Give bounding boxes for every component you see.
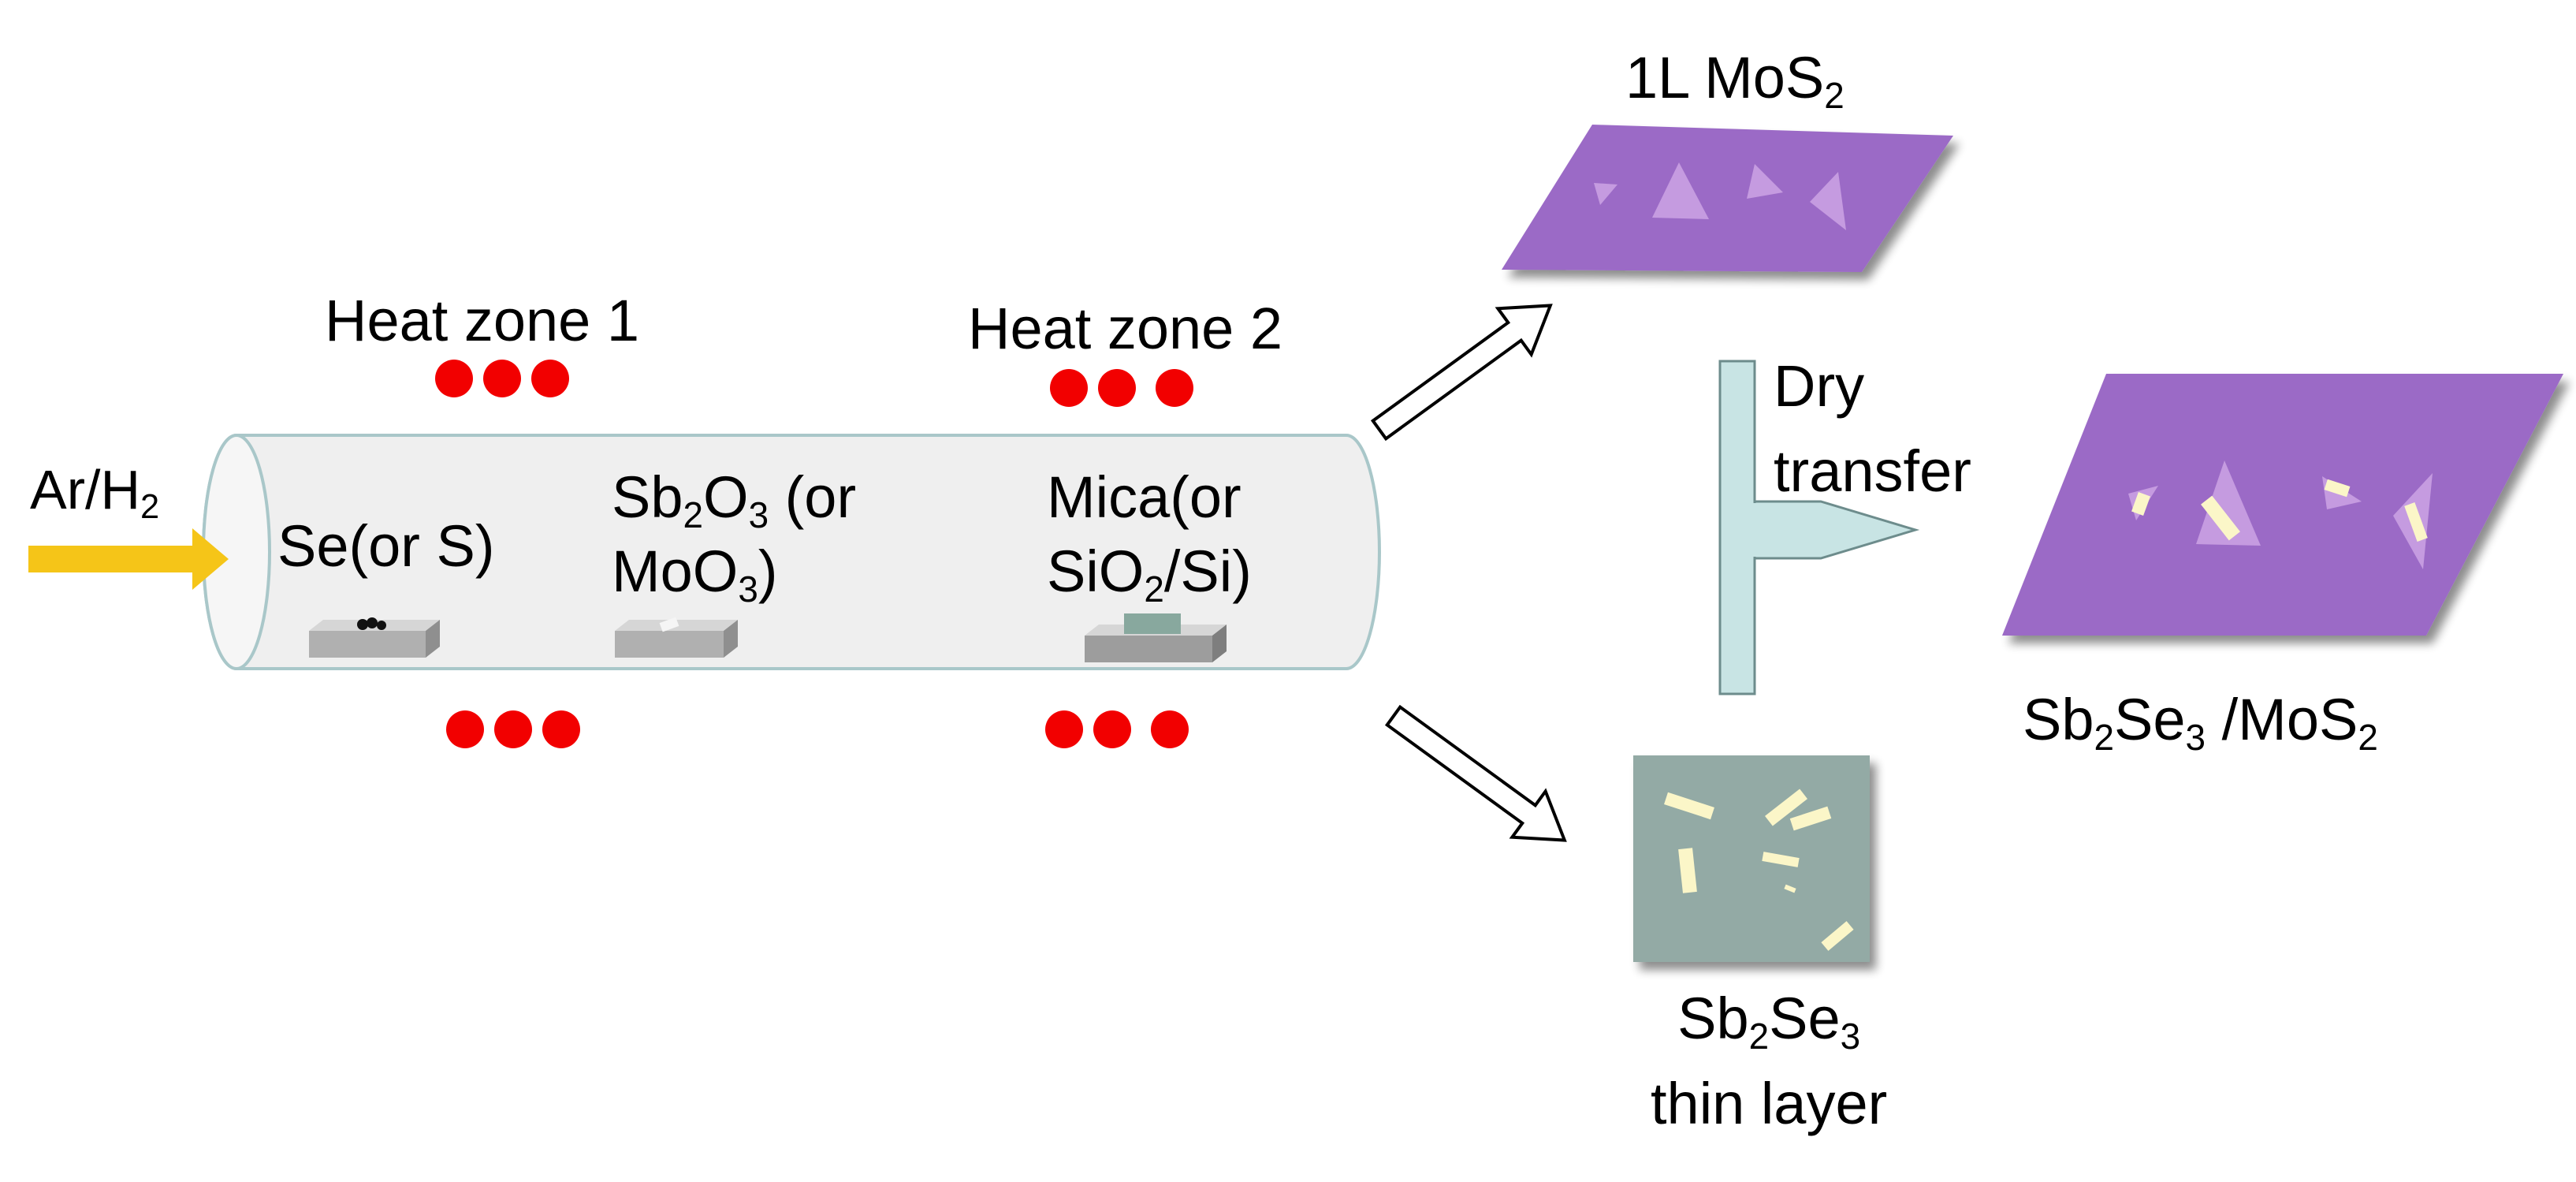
sb2se3-thin-layer-label: Sb2Se3 thin layer — [1651, 986, 1888, 1136]
mos2-monolayer-sheet — [1502, 125, 1953, 272]
sb2o3-source-label: Sb2O3 (or MoO3) — [612, 464, 857, 610]
heater-dots-bottom-zone-1 — [446, 710, 580, 748]
heterostructure-label: Sb2Se3 /MoS2 — [2023, 687, 2378, 758]
substrate-boat — [1085, 613, 1227, 662]
arrow-to-thin-layer — [1384, 704, 1567, 842]
heat-zone-2-label: Heat zone 2 — [968, 296, 1283, 361]
heterostructure-sheet — [2002, 374, 2563, 636]
dry-transfer-stamp — [1718, 360, 1920, 695]
dry-transfer-label: Dry transfer — [1774, 353, 1971, 504]
se-source-label: Se(or S) — [277, 513, 495, 579]
gas-inlet-arrow — [28, 528, 229, 590]
arrow-to-monolayer — [1370, 304, 1553, 442]
heater-dots-bottom-zone-2 — [1045, 710, 1189, 748]
sb2o3-source-boat — [615, 617, 738, 658]
heat-zone-1-label: Heat zone 1 — [325, 288, 640, 353]
substrate-label: Mica(or SiO2/Si) — [1047, 464, 1252, 610]
heater-dots-top-zone-2 — [1050, 369, 1193, 407]
monolayer-mos2-label: 1L MoS2 — [1625, 45, 1845, 116]
sb2se3-thin-layer-substrate — [1633, 755, 1870, 962]
furnace-tube — [202, 434, 1381, 670]
heater-dots-top-zone-1 — [435, 360, 569, 397]
gas-label: Ar/H2 — [30, 459, 160, 527]
se-source-boat — [309, 617, 440, 658]
